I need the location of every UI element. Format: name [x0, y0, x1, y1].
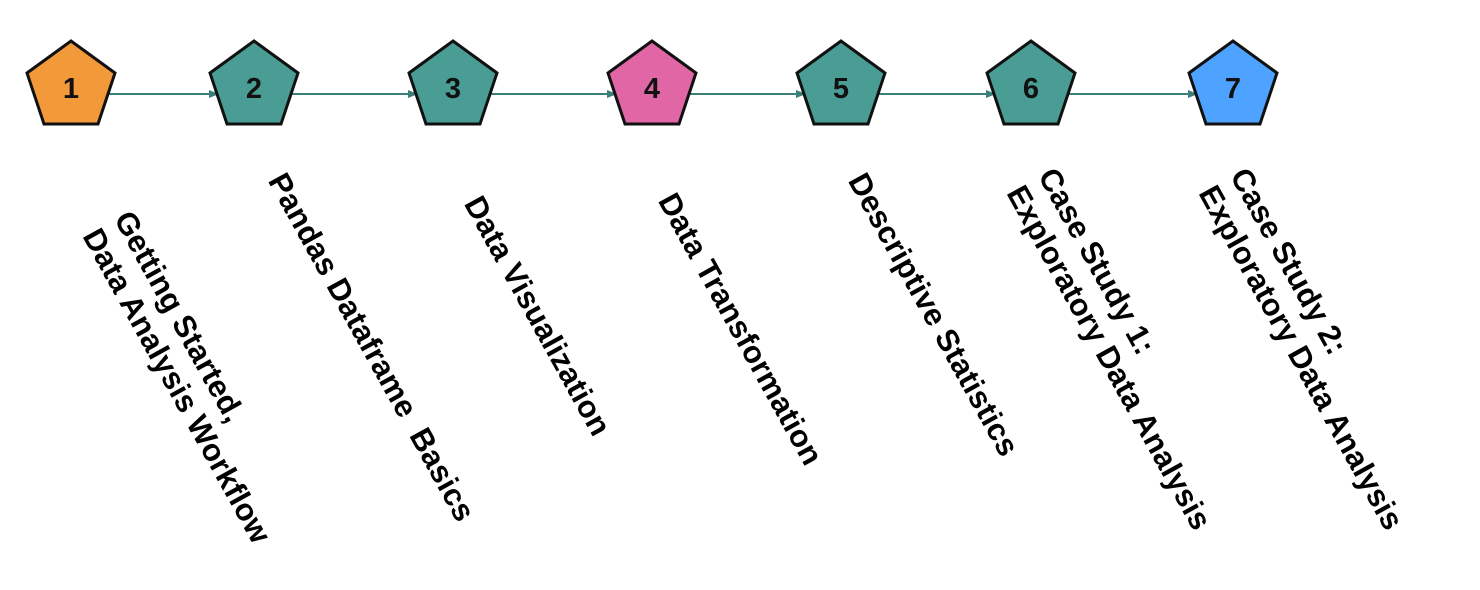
- pentagon-shape: [1187, 39, 1279, 126]
- pentagon-shape: [985, 39, 1077, 126]
- pentagon-shape: [25, 39, 117, 126]
- step-number: 7: [1225, 73, 1241, 105]
- step-number: 3: [445, 73, 461, 105]
- step-number: 1: [63, 73, 79, 105]
- step-node-1: 1: [25, 39, 117, 126]
- step-number: 2: [246, 73, 262, 105]
- pentagon-shape: [407, 39, 499, 126]
- pentagon-shape: [606, 39, 698, 126]
- step-number: 6: [1023, 73, 1039, 105]
- step-node-5: 5: [795, 39, 887, 126]
- step-nodes: 1 2 3 4 5 6 7: [25, 39, 1279, 126]
- step-node-4: 4: [606, 39, 698, 126]
- step-number: 4: [644, 73, 660, 105]
- step-node-3: 3: [407, 39, 499, 126]
- step-node-6: 6: [985, 39, 1077, 126]
- step-node-2: 2: [208, 39, 300, 126]
- step-node-7: 7: [1187, 39, 1279, 126]
- step-number: 5: [833, 73, 849, 105]
- pentagon-shape: [208, 39, 300, 126]
- pentagon-shape: [795, 39, 887, 126]
